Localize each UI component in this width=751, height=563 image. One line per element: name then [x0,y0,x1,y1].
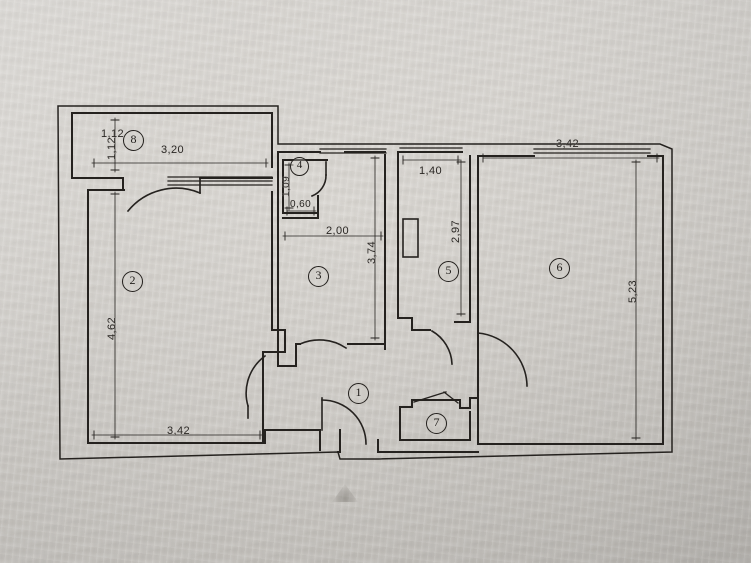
dimension-label-3-20: 3,20 [161,144,185,156]
door-room-2 [245,354,267,419]
room-7-walls [399,397,479,441]
door-balcony-8 [126,178,202,213]
door-room-3 [298,339,348,350]
window-room-6 [533,148,651,154]
dimension-label-1-09: 1,09 [281,175,292,197]
room-number-2: 2 [122,271,143,292]
corridor-walls [264,429,479,453]
fixture-bathtub [402,218,419,258]
room-number-4: 4 [290,157,309,176]
window-room-3 [319,148,387,154]
dimension-label-5-23: 5,23 [627,279,639,303]
door-entrance [321,397,367,445]
door-room-5 [430,329,453,365]
dimension-label-3-42-room6: 3,42 [556,138,580,150]
dimension-label-3-74: 3,74 [366,240,378,264]
room-number-7: 7 [426,413,447,434]
room-number-6: 6 [549,258,570,279]
balcony-walls [71,112,273,191]
window-room-5 [399,147,463,153]
outer-contour [57,105,673,460]
room-number-1: 1 [348,383,369,404]
door-room-4 [310,161,327,198]
dimension-label-1-12: 1,12 [106,136,118,160]
room-number-8: 8 [123,130,144,151]
room-number-3: 3 [308,266,329,287]
room-number-5: 5 [438,261,459,282]
dimension-label-balcony-height: 1,12 [101,128,125,140]
dimension-label-1-40: 1,40 [419,165,443,177]
room-6-walls [477,155,664,445]
dimension-label-3-42-room2: 3,42 [167,425,191,437]
dimension-label-0-60: 0,60 [290,199,312,210]
dimension-label-2-00: 2,00 [326,225,350,237]
dimension-label-2-97: 2,97 [450,219,462,243]
door-closet-7 [413,391,459,404]
door-room-6 [477,332,528,387]
window-room-8 [167,176,273,186]
dimension-lines [91,117,660,441]
room-2-walls [87,189,286,444]
dimension-label-4-62: 4,62 [106,316,118,340]
